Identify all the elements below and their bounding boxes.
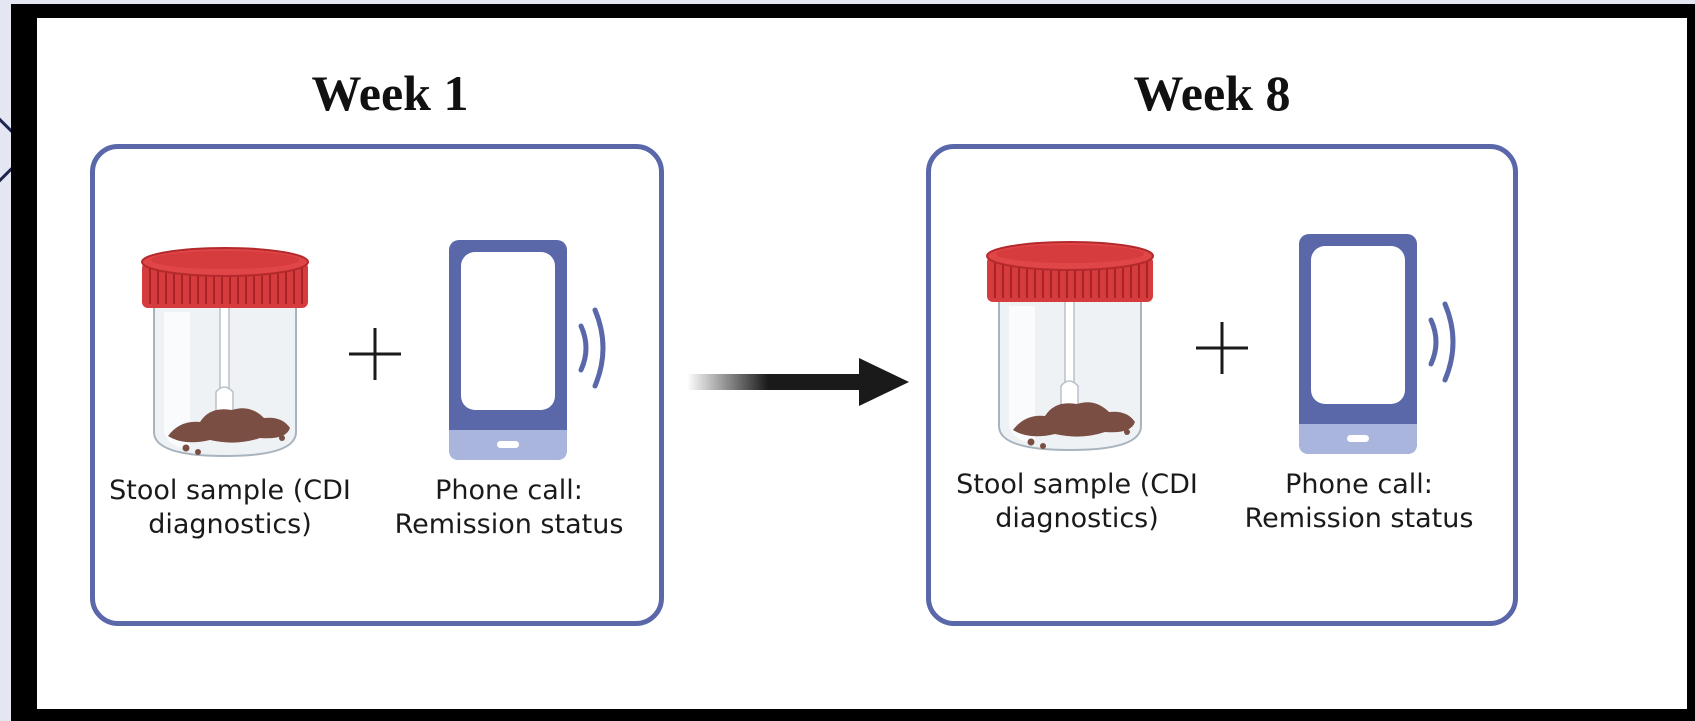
- plus-icon: [1196, 322, 1248, 374]
- week-8-title: Week 8: [1133, 65, 1291, 121]
- caption-line: Stool sample (CDI: [956, 469, 1198, 500]
- specimen-jar-icon: [986, 241, 1154, 452]
- caption-line: diagnostics): [148, 509, 312, 540]
- week-8-phone-caption: Phone call: Remission status: [1219, 468, 1499, 536]
- week-8-stool-caption: Stool sample (CDI diagnostics): [937, 468, 1217, 536]
- caption-line: diagnostics): [995, 503, 1159, 534]
- figure-canvas: Week 1: [37, 18, 1687, 709]
- smartphone-ringing-icon: [1299, 234, 1456, 454]
- caption-line: Remission status: [394, 509, 624, 540]
- smartphone-ringing-icon: [449, 240, 606, 460]
- specimen-jar-icon: [141, 247, 309, 458]
- week-1-title: Week 1: [311, 65, 469, 121]
- week-1-phone-caption: Phone call: Remission status: [369, 474, 649, 542]
- figure-frame: Week 1: [11, 4, 1695, 721]
- caption-line: Phone call:: [435, 475, 583, 506]
- caption-line: Stool sample (CDI: [109, 475, 351, 506]
- week-1-stool-caption: Stool sample (CDI diagnostics): [90, 474, 370, 542]
- caption-line: Remission status: [1244, 503, 1474, 534]
- arrow-right-icon: [687, 358, 909, 406]
- caption-line: Phone call:: [1285, 469, 1433, 500]
- plus-icon: [349, 328, 401, 380]
